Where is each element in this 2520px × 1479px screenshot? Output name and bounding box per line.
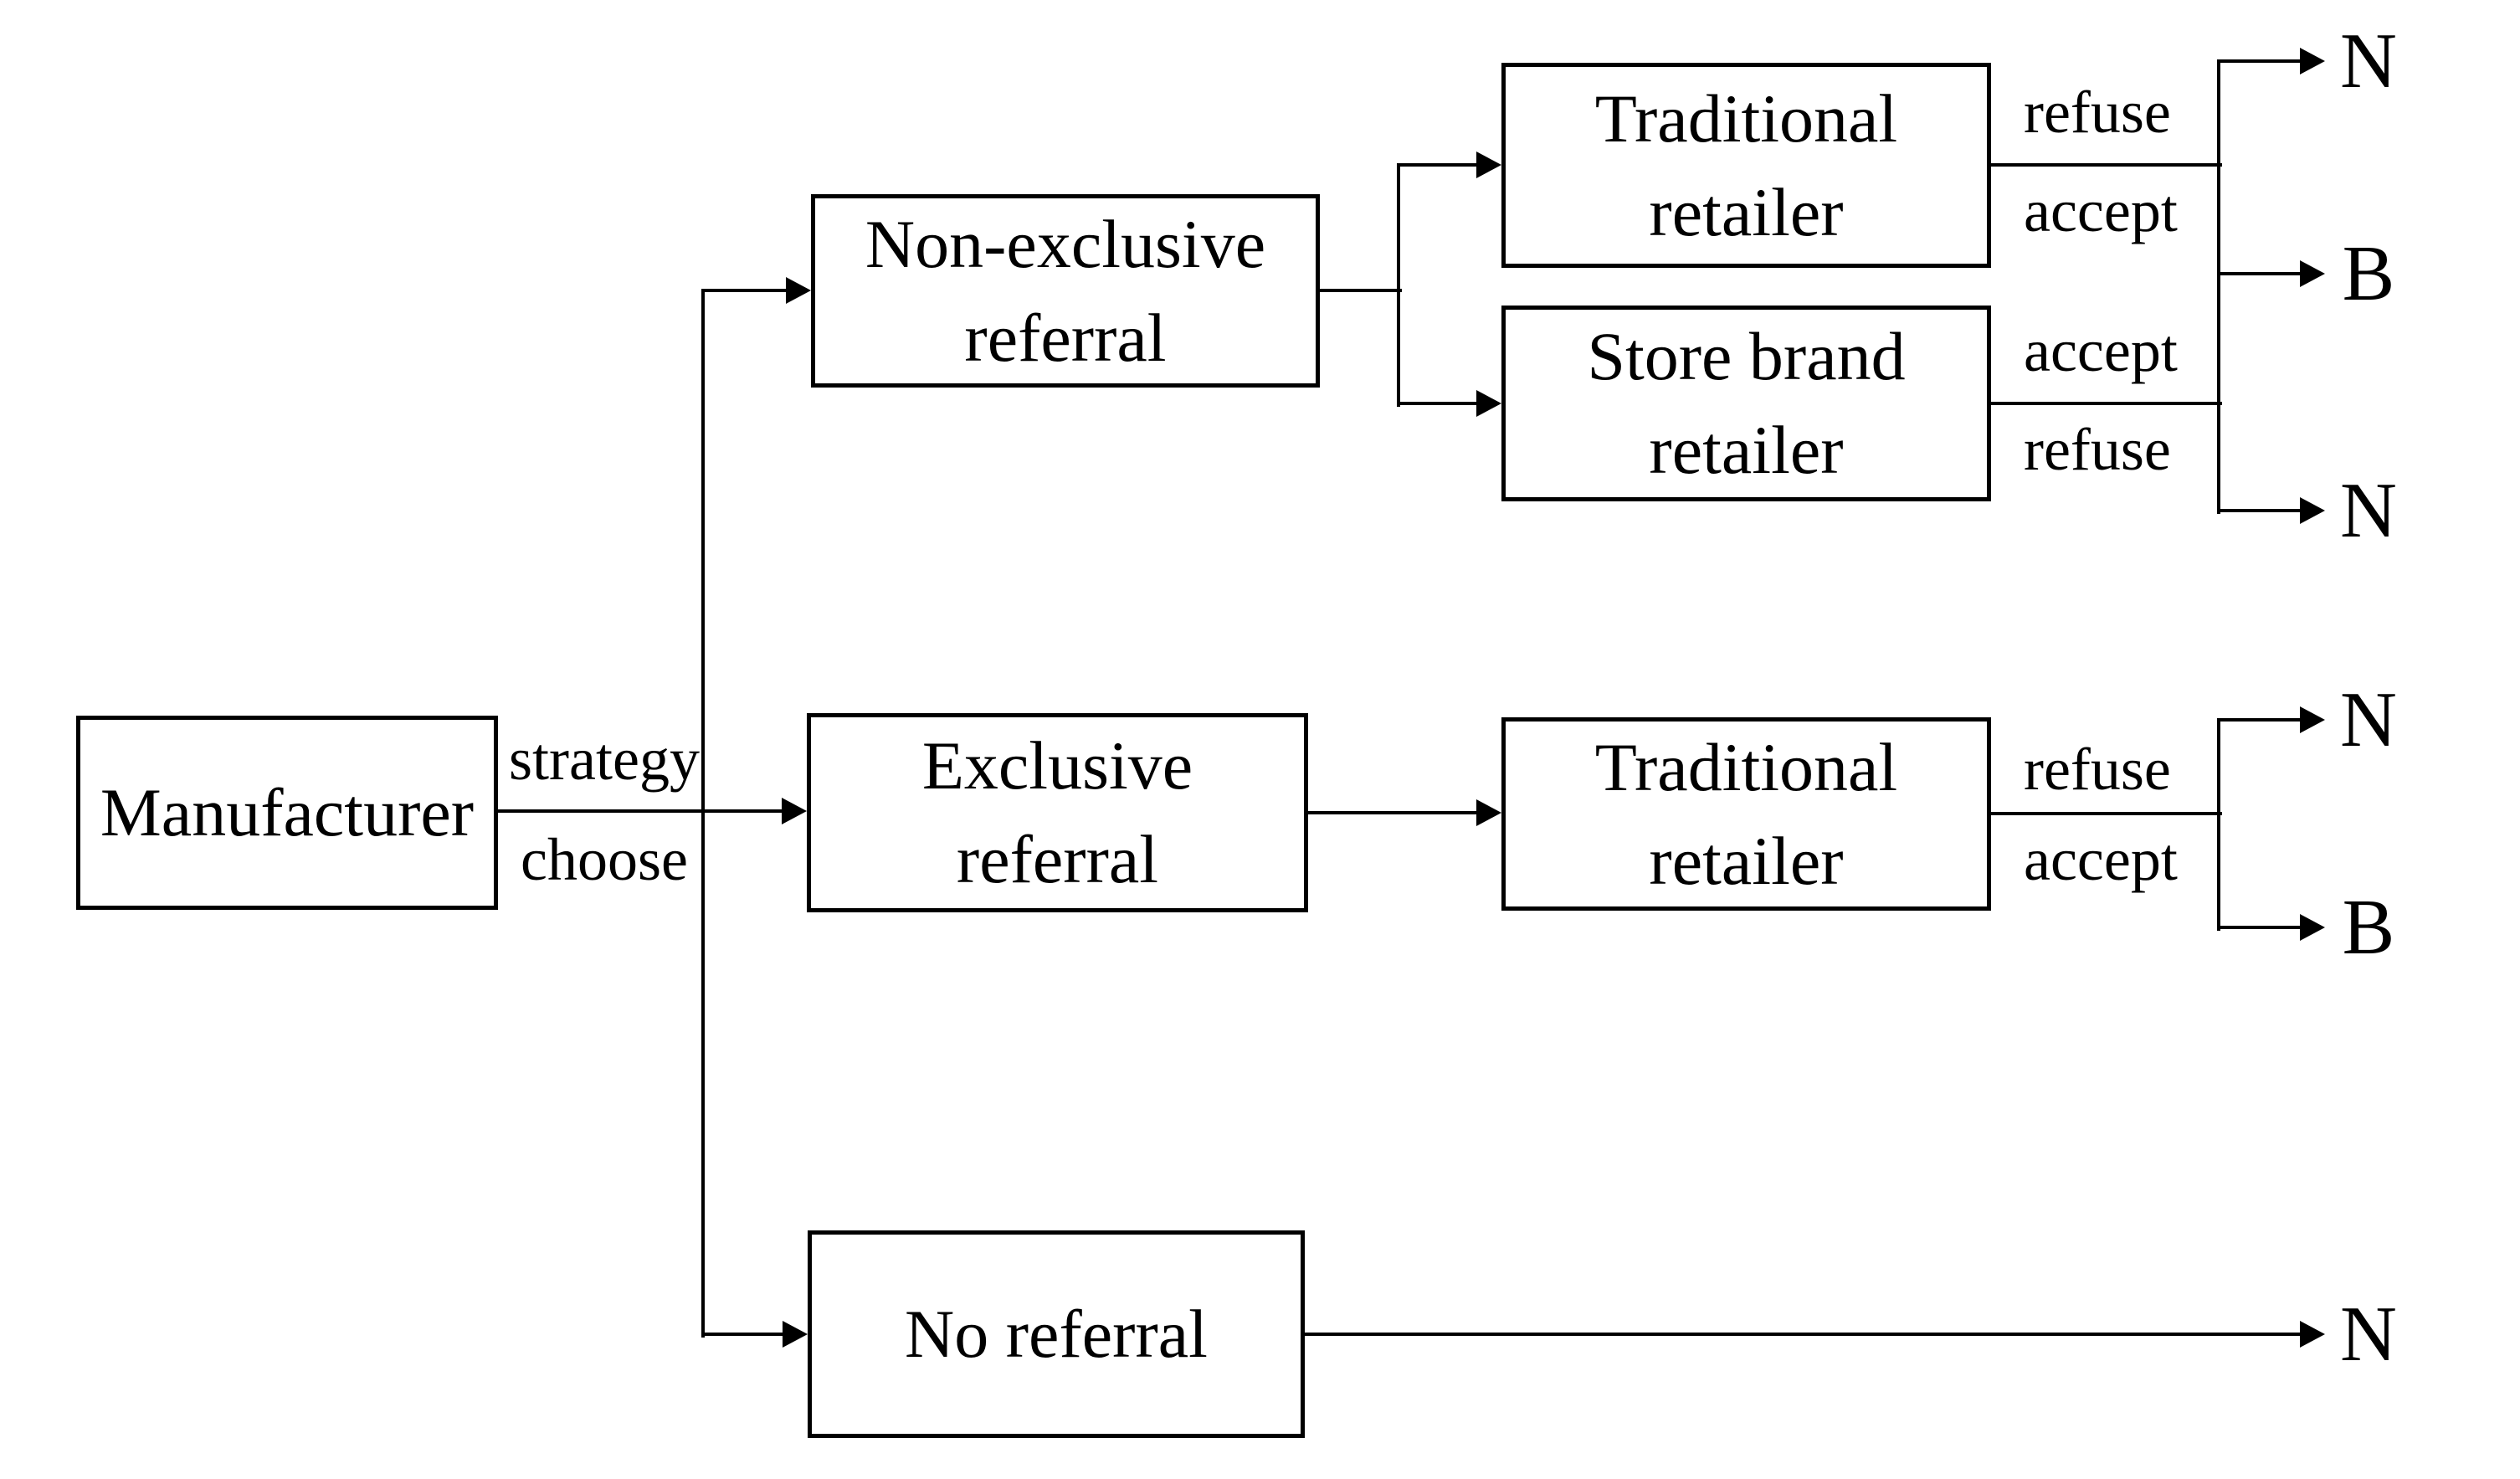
node-label: No referral xyxy=(905,1296,1208,1373)
arrowhead-icon xyxy=(2300,914,2325,941)
node-store-brand-retailer: Store brand retailer xyxy=(1501,306,1991,501)
edge-non-exclusive-exit xyxy=(1320,289,1402,292)
node-traditional-retailer-mid: Traditional retailer xyxy=(1501,717,1991,911)
arrowhead-icon xyxy=(782,798,807,824)
edge-label-accept-top: accept xyxy=(2024,177,2178,244)
arrowhead-icon xyxy=(2300,260,2325,287)
edge-label-refuse-store: refuse xyxy=(2024,416,2171,483)
edge-strategy-trunk xyxy=(701,289,705,1338)
node-label: Store brand retailer xyxy=(1587,318,1906,488)
edge-traditional-top-exit xyxy=(1991,163,2222,167)
node-label: Traditional retailer xyxy=(1594,728,1898,899)
arrowhead-icon xyxy=(2300,48,2325,74)
edge-split-store-brand xyxy=(1397,402,1480,405)
edge-store-brand-exit xyxy=(1991,402,2222,405)
edge-outcome-n2 xyxy=(2217,509,2302,512)
node-label: Traditional retailer xyxy=(1594,80,1898,250)
arrowhead-icon xyxy=(1476,151,1501,178)
node-non-exclusive-referral: Non-exclusive referral xyxy=(811,194,1320,388)
edge-label-refuse-mid: refuse xyxy=(2024,736,2171,803)
outcome-n-mid: N xyxy=(2340,676,2397,763)
arrowhead-icon xyxy=(783,1321,808,1348)
arrowhead-icon xyxy=(2300,1321,2325,1348)
outcome-n-top: N xyxy=(2340,18,2397,105)
arrowhead-icon xyxy=(1476,390,1501,417)
node-exclusive-referral: Exclusive referral xyxy=(807,713,1308,912)
node-label: Non-exclusive referral xyxy=(865,205,1266,376)
edge-label-accept-store: accept xyxy=(2024,317,2178,384)
edge-traditional-mid-exit xyxy=(1991,812,2222,815)
edge-manufacturer-exclusive xyxy=(498,809,787,813)
node-no-referral: No referral xyxy=(808,1230,1305,1438)
edge-label-refuse-top: refuse xyxy=(2024,79,2171,146)
outcome-b-mid: B xyxy=(2342,884,2395,971)
node-traditional-retailer-top: Traditional retailer xyxy=(1501,63,1991,268)
edge-outcome-b1 xyxy=(2217,272,2302,275)
edge-outcome-n1 xyxy=(2217,59,2302,63)
arrowhead-icon xyxy=(1476,799,1501,826)
outcome-n-store: N xyxy=(2340,467,2397,554)
edge-outcome-n3 xyxy=(2217,718,2302,722)
edge-label-accept-mid: accept xyxy=(2024,826,2178,893)
edge-outcome-b2 xyxy=(2217,926,2302,929)
edge-split-vertical xyxy=(1397,163,1400,407)
edge-outcome-bracket-top xyxy=(2217,59,2220,514)
node-label: Manufacturer xyxy=(100,774,475,851)
edge-trunk-non-exclusive xyxy=(701,289,791,292)
node-label: Exclusive referral xyxy=(921,727,1193,897)
edge-trunk-no-referral xyxy=(701,1333,788,1336)
edge-label-strategy: strategy xyxy=(509,726,700,793)
node-manufacturer: Manufacturer xyxy=(76,716,498,910)
outcome-n-bottom: N xyxy=(2340,1291,2397,1378)
edge-exclusive-traditional xyxy=(1308,811,1480,814)
arrowhead-icon xyxy=(786,277,811,304)
edge-split-traditional xyxy=(1397,163,1480,167)
arrowhead-icon xyxy=(2300,497,2325,524)
arrowhead-icon xyxy=(2300,706,2325,733)
edge-label-choose: choose xyxy=(521,826,688,893)
edge-outcome-bracket-mid xyxy=(2217,718,2220,931)
outcome-b-top: B xyxy=(2342,230,2395,317)
edge-no-referral-outcome xyxy=(1305,1333,2302,1336)
